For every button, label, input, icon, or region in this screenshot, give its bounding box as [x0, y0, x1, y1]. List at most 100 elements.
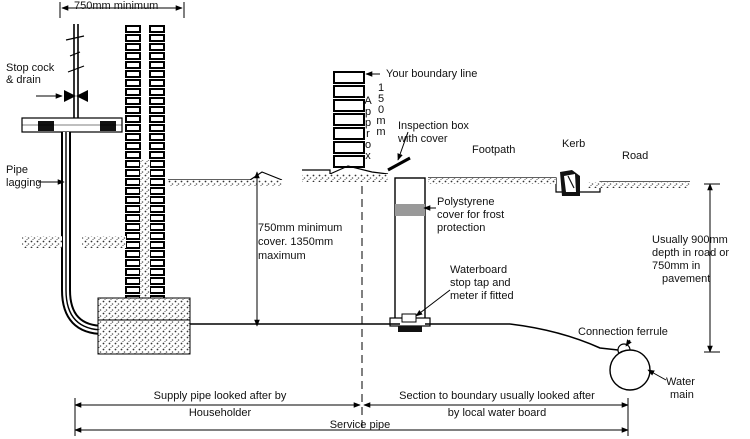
- brick: [149, 223, 165, 231]
- brick: [149, 106, 165, 114]
- brick: [149, 259, 165, 267]
- brick: [125, 133, 141, 141]
- polystyrene-label-3: protection: [437, 222, 486, 234]
- stop-tap-label-1: Waterboard: [450, 264, 508, 276]
- brick: [149, 196, 165, 204]
- brick: [333, 71, 365, 84]
- brick: [149, 43, 165, 51]
- brick: [125, 70, 141, 78]
- pipe-lagging-label-1: Pipe: [6, 164, 29, 176]
- top-dimension-arrow: [59, 2, 185, 18]
- polystyrene-label-1: Polystyrene: [437, 196, 495, 208]
- brick: [125, 142, 141, 150]
- brick: [125, 52, 141, 60]
- brick: [149, 250, 165, 258]
- ground-surface-right: [302, 165, 690, 193]
- brick: [125, 97, 141, 105]
- usual-depth-label-2: depth in road or: [652, 247, 730, 259]
- footpath-label: Footpath: [472, 144, 516, 156]
- ferrule-arrow: [625, 339, 632, 347]
- brick: [149, 277, 165, 285]
- brick: [149, 79, 165, 87]
- brick: [125, 232, 141, 240]
- brick: [125, 115, 141, 123]
- brick: [333, 113, 365, 126]
- brick: [149, 115, 165, 123]
- water-main-label-2: main: [670, 389, 694, 401]
- brick: [149, 97, 165, 105]
- cover-depth-label-2: cover. 1350mm: [258, 236, 334, 248]
- brick: [149, 232, 165, 240]
- brick: [149, 124, 165, 132]
- boundary-wall: [333, 71, 365, 168]
- brick: [149, 214, 165, 222]
- water-main-pipe: [609, 349, 651, 391]
- usual-depth-label-3: 750mm in: [652, 260, 701, 272]
- brick: [149, 268, 165, 276]
- brick: [125, 61, 141, 69]
- brick: [149, 286, 165, 294]
- wall-gravel-strip: [140, 160, 150, 300]
- stop-tap-label-2: stop tap and: [450, 277, 511, 289]
- brick: [149, 169, 165, 177]
- stop-cock-symbol: [36, 24, 88, 120]
- brick: [149, 52, 165, 60]
- brick: [149, 25, 165, 33]
- foundation-upper: [97, 297, 191, 321]
- connection-ferrule-label: Connection ferrule: [578, 326, 668, 338]
- stop-tap-label-3: meter if fitted: [450, 290, 514, 302]
- water-main-label-1: Water: [666, 376, 695, 388]
- brick: [125, 178, 141, 186]
- householder-label: Householder: [188, 407, 252, 419]
- inspection-box-label-1: Inspection box: [398, 120, 469, 132]
- ground-strip-left-1: [22, 236, 62, 248]
- kerb-stone: [560, 170, 580, 196]
- brick: [149, 142, 165, 150]
- supply-pipe-label: Supply pipe looked after by: [153, 390, 287, 402]
- brick: [125, 286, 141, 294]
- boundary-line-label: Your boundary line: [386, 68, 478, 80]
- brick: [333, 155, 365, 168]
- approx-label: A p p r o x: [364, 95, 372, 162]
- brick: [333, 141, 365, 154]
- brick: [125, 250, 141, 258]
- local-water-board-label: by local water board: [447, 407, 547, 419]
- 150mm-label: 1 5 0 m m: [376, 82, 386, 138]
- brick: [125, 88, 141, 96]
- kerb-label: Kerb: [562, 138, 586, 150]
- brick: [149, 61, 165, 69]
- usual-depth-label-1: Usually 900mm: [652, 234, 728, 246]
- stop-cock-label-2: & drain: [6, 74, 41, 86]
- top-dimension-label: 750mm minimum: [74, 0, 159, 12]
- stop-cock-label-1: Stop cock: [6, 62, 55, 74]
- brick: [149, 70, 165, 78]
- inspection-box: [387, 131, 451, 332]
- brick: [125, 124, 141, 132]
- brick: [125, 106, 141, 114]
- service-pipe-label: Service pipe: [329, 419, 391, 431]
- foundation-lower: [97, 319, 191, 355]
- brick: [125, 214, 141, 222]
- brick: [125, 169, 141, 177]
- pipe-lagging-label-2: lagging: [6, 177, 42, 189]
- brick: [125, 268, 141, 276]
- brick: [125, 160, 141, 168]
- polystyrene-label-2: cover for frost: [437, 209, 505, 221]
- brick: [125, 34, 141, 42]
- brick: [125, 43, 141, 51]
- brick: [125, 223, 141, 231]
- road-label: Road: [622, 150, 649, 162]
- brick: [149, 160, 165, 168]
- brick: [333, 99, 365, 112]
- brick: [125, 241, 141, 249]
- brick: [333, 127, 365, 140]
- brick: [149, 88, 165, 96]
- usual-depth-label-4: pavement: [662, 273, 711, 285]
- brick: [149, 34, 165, 42]
- brick: [333, 85, 365, 98]
- section-boundary-label: Section to boundary usually looked after: [399, 390, 595, 402]
- cover-depth-label-1: 750mm minimum: [258, 222, 343, 234]
- brick: [125, 196, 141, 204]
